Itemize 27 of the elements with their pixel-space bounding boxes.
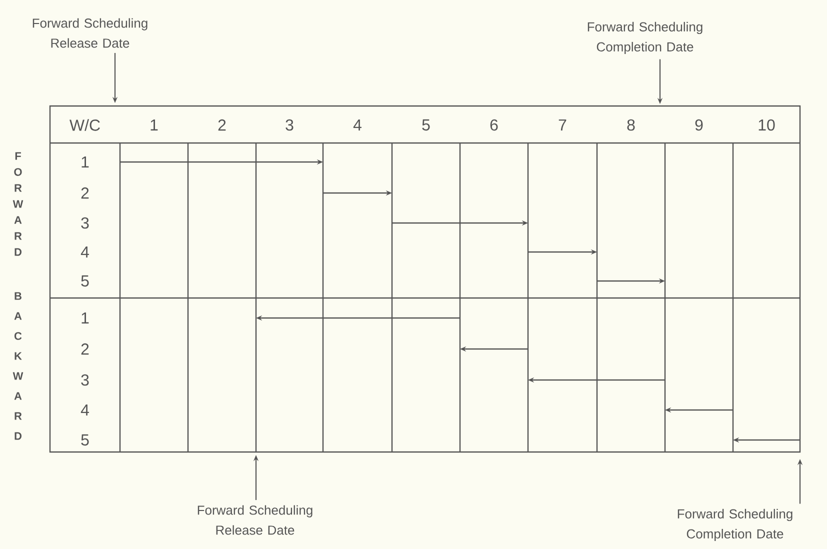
column-header: 10 <box>758 119 775 131</box>
row-number: 2 <box>81 343 89 355</box>
row-number: 5 <box>81 275 89 287</box>
column-header: 7 <box>558 120 566 130</box>
row-number: 3 <box>81 217 89 229</box>
section-label: BACKWARD <box>12 292 24 440</box>
row-number: 4 <box>80 404 89 416</box>
column-header: 8 <box>627 119 635 131</box>
row-number: 4 <box>80 246 89 258</box>
column-header: 6 <box>490 119 498 131</box>
row-number: 1 <box>82 312 89 324</box>
column-header: 9 <box>695 119 703 131</box>
annotation-text: Forward Scheduling Release Date <box>198 505 312 535</box>
row-number: 3 <box>81 374 89 386</box>
column-header: 4 <box>353 120 362 130</box>
column-header: 1 <box>150 120 158 130</box>
column-header: W/C <box>70 119 100 131</box>
row-number: 2 <box>81 187 89 199</box>
row-number: 1 <box>82 156 89 168</box>
annotation-text: Forward Scheduling Completion Date <box>588 22 702 54</box>
row-number: 5 <box>81 434 89 446</box>
column-header: 3 <box>286 119 294 131</box>
annotation-text: Forward Scheduling Release Date <box>32 18 148 48</box>
column-header: 5 <box>422 119 430 131</box>
column-header: 2 <box>218 119 226 131</box>
annotation-text: Forward Scheduling Completion Date <box>678 508 792 542</box>
section-label: FORWARD <box>12 152 24 256</box>
